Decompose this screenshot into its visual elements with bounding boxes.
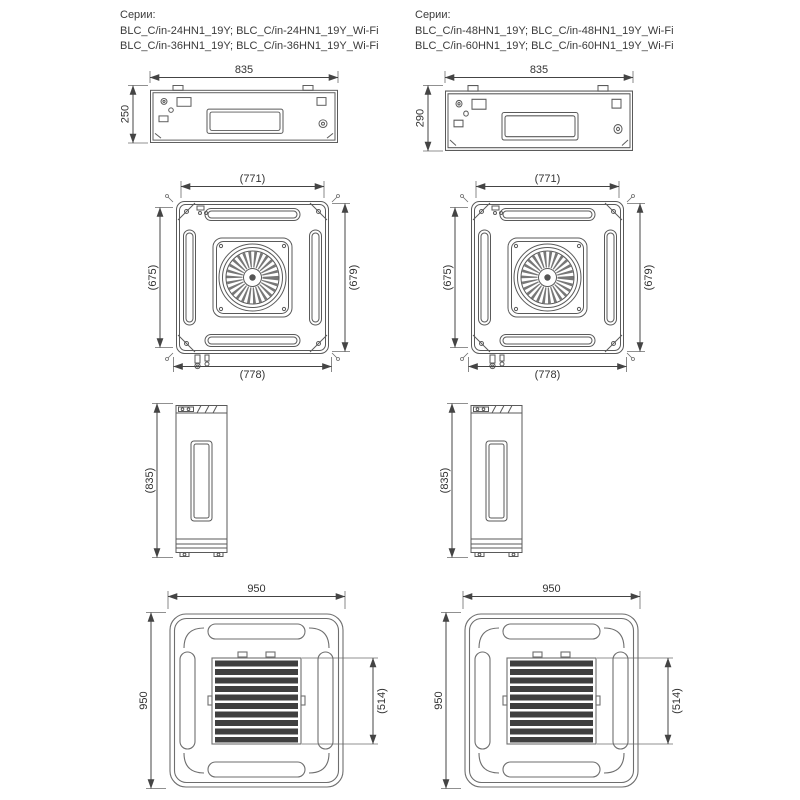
drawings-column-right: 835 290 (771): [415, 64, 683, 789]
cassette-bottom-view-right: (771) (675): [442, 173, 655, 381]
dim-side-height: (835): [144, 468, 156, 494]
side-view-drawing: [175, 405, 228, 557]
dim-panel-height: 950: [138, 691, 150, 709]
corner-bracket-marks: [165, 194, 340, 361]
cassette-drawing: [472, 202, 624, 354]
dim-cassette-height-right: (679): [348, 265, 360, 291]
front-panel-drawing: [169, 613, 344, 788]
series-models-line-2: BLC_C/in-60HN1_19Y; BLC_C/in-60HN1_19Y_W…: [415, 40, 674, 52]
side-view-right: (835): [439, 403, 523, 558]
series-header-left: Серии: BLC_C/in-24HN1_19Y; BLC_C/in-24HN…: [120, 8, 379, 55]
dim-body-height: 250: [120, 105, 132, 123]
dim-panel-width: 950: [247, 583, 265, 595]
corner-bracket-marks: [460, 194, 635, 361]
dim-body-height: 290: [415, 109, 427, 127]
drawings-column-left: 835 250 (771): [120, 64, 388, 789]
side-view-drawing: [470, 405, 523, 557]
dim-body-width: 835: [235, 64, 253, 76]
dim-panel-height: 950: [433, 691, 445, 709]
series-label: Серии:: [120, 9, 156, 21]
dim-grille-height: (514): [671, 688, 683, 714]
unit-top-view-right: 835 290: [415, 64, 634, 152]
dim-cassette-width-top: (771): [535, 173, 561, 185]
front-panel-view-right: 950 950 (514): [433, 583, 683, 789]
series-models-line-1: BLC_C/in-24HN1_19Y; BLC_C/in-24HN1_19Y_W…: [120, 24, 379, 37]
front-panel-view-left: 950 950 (514): [138, 583, 388, 789]
dim-panel-width: 950: [542, 583, 560, 595]
cassette-drawing: [177, 202, 329, 354]
front-panel-drawing: [464, 613, 639, 788]
dim-cassette-width-bottom: (778): [535, 369, 561, 381]
series-models-line-2: BLC_C/in-36HN1_19Y; BLC_C/in-36HN1_19Y_W…: [120, 40, 379, 52]
unit-body-drawing: [445, 85, 633, 151]
dim-cassette-height-right: (679): [643, 265, 655, 291]
dim-cassette-height-left: (675): [147, 265, 159, 291]
unit-body-drawing: [150, 85, 338, 143]
unit-top-view-left: 835 250: [120, 64, 339, 144]
series-models-line-1: BLC_C/in-48HN1_19Y; BLC_C/in-48HN1_19Y_W…: [415, 24, 674, 37]
cassette-bottom-view-left: (771) (675): [147, 173, 360, 381]
dim-body-width: 835: [530, 64, 548, 76]
series-label: Серии:: [415, 9, 451, 21]
dim-side-height: (835): [439, 468, 451, 494]
series-header-right: Серии: BLC_C/in-48HN1_19Y; BLC_C/in-48HN…: [415, 8, 674, 55]
dim-cassette-height-left: (675): [442, 265, 454, 291]
dim-cassette-width-top: (771): [240, 173, 266, 185]
dim-grille-height: (514): [376, 688, 388, 714]
side-view-left: (835): [144, 403, 228, 558]
dim-cassette-width-bottom: (778): [240, 369, 266, 381]
